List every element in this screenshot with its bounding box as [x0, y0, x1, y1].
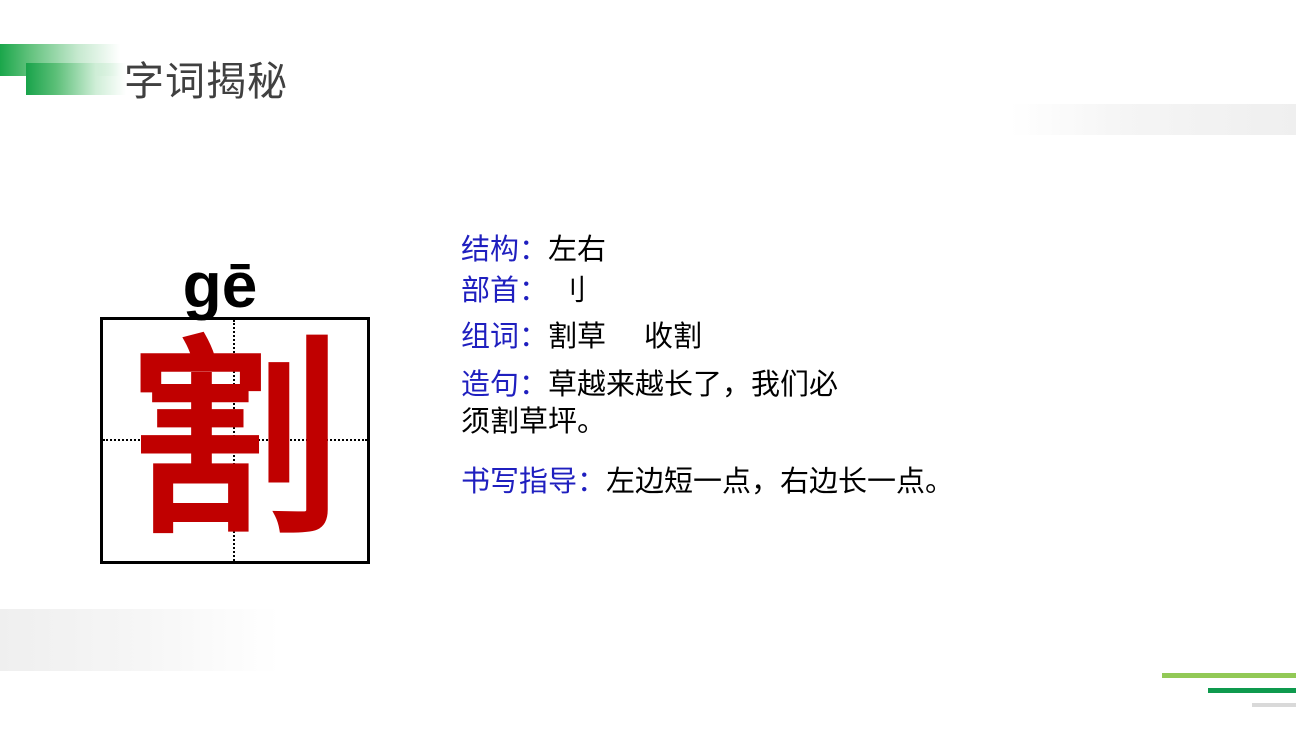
- grid-horizontal-guide: [103, 439, 367, 441]
- header-green-bar-bottom: [26, 63, 126, 95]
- words-label: 组词：: [461, 319, 549, 353]
- info-structure: 结构：左右: [461, 231, 606, 267]
- decor-line-gray: [1252, 703, 1296, 707]
- pinyin-label: gē: [182, 249, 258, 321]
- radical-value: 刂: [557, 273, 587, 307]
- decor-line-green: [1208, 688, 1296, 693]
- gray-band-bottom-left: [0, 609, 280, 671]
- structure-label: 结构：: [461, 232, 549, 266]
- info-sentence-continued: 须割草坪。: [461, 403, 606, 439]
- sentence-label: 造句：: [461, 367, 549, 401]
- sentence-line-2: 须割草坪。: [461, 404, 607, 438]
- character-grid-box: 割: [100, 317, 370, 564]
- gray-band-top-right: [1010, 104, 1296, 135]
- sentence-line-1: 草越来越长了，我们必: [548, 367, 839, 401]
- info-writing-guide: 书写指导：左边短一点，右边长一点。: [461, 463, 954, 499]
- page-title: 字词揭秘: [124, 59, 288, 105]
- radical-label: 部首：: [461, 273, 549, 307]
- info-words: 组词：割草 收割: [461, 318, 702, 354]
- writing-guide-label: 书写指导：: [461, 464, 607, 498]
- writing-guide-value: 左边短一点，右边长一点。: [606, 464, 955, 498]
- decor-line-light-green: [1162, 673, 1296, 678]
- word-1: 割草: [548, 319, 607, 353]
- featured-character: 割: [129, 317, 340, 563]
- word-2: 收割: [644, 319, 703, 353]
- structure-value: 左右: [548, 232, 607, 266]
- info-radical: 部首： 刂: [461, 272, 586, 308]
- info-sentence: 造句：草越来越长了，我们必: [461, 366, 838, 402]
